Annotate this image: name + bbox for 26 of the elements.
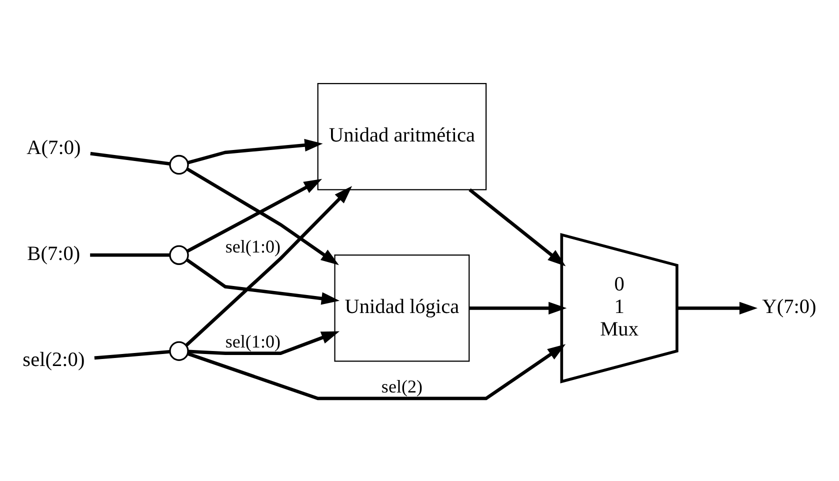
connector: [90, 252, 170, 256]
node-circle: [169, 340, 189, 360]
connector: [94, 350, 170, 360]
node-box: Unidad aritmética: [317, 82, 487, 190]
node-text: B(7:0): [27, 242, 80, 265]
node-box: Unidad lógica: [334, 254, 470, 362]
edge-label: sel(1:0): [225, 330, 281, 351]
edge-label: sel(2): [381, 376, 423, 396]
node-text: A(7:0): [26, 136, 81, 158]
node-circle: [169, 154, 189, 174]
edge-label: sel(1:0): [225, 236, 281, 256]
arrow: [677, 301, 758, 314]
connector: [90, 151, 170, 165]
arrow: [186, 167, 339, 265]
arrow: [468, 188, 566, 266]
arrow: [186, 178, 322, 252]
arrow: [186, 258, 340, 304]
node-text: Y(7:0): [762, 296, 816, 318]
node-box: 0 1 Mux: [560, 232, 678, 383]
arrow: [187, 344, 566, 400]
arrow: [188, 138, 323, 164]
arrow: [185, 186, 352, 346]
arrow: [469, 301, 567, 314]
arrow: [188, 330, 340, 355]
node-circle: [169, 244, 189, 264]
node-text: sel(2:0): [22, 348, 85, 371]
